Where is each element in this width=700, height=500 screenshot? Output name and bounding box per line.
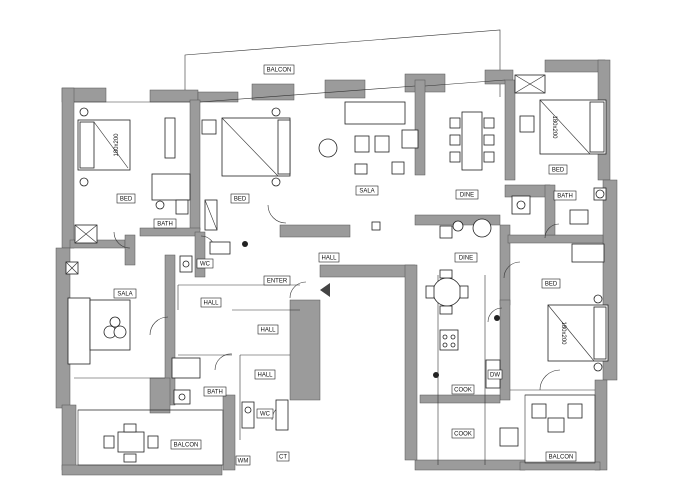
- svg-text:WM: WM: [238, 459, 249, 465]
- bed-right-low: 180x200: [547, 209, 609, 372]
- svg-text:DINE: DINE: [459, 256, 473, 262]
- svg-text:BALCON: BALCON: [267, 68, 292, 74]
- door-swings: [113, 204, 561, 421]
- balcony-left: [77, 409, 224, 466]
- label-balcony-right: BALCON: [545, 451, 577, 462]
- label-wc-low: WC: [256, 408, 274, 419]
- sala-left: [65, 261, 131, 365]
- svg-text:BATH: BATH: [157, 222, 173, 228]
- label-hall-3: HALL: [254, 369, 276, 380]
- label-hall-main: HALL: [318, 252, 340, 263]
- svg-text:WC: WC: [200, 262, 211, 268]
- svg-text:HALL: HALL: [321, 256, 337, 262]
- balcony-top-outline: [184, 29, 501, 97]
- svg-text:BED: BED: [234, 197, 247, 203]
- interior-walls: [69, 79, 604, 471]
- bed-left: 180x200: [74, 107, 176, 244]
- svg-text:BATH: BATH: [557, 194, 573, 200]
- bath-low: [171, 357, 201, 405]
- bed-size-label: 180x200: [114, 133, 120, 157]
- wc-low: [241, 399, 289, 431]
- svg-text:BATH: BATH: [207, 390, 223, 396]
- label-bed-left: BED: [116, 193, 136, 204]
- svg-text:BED: BED: [120, 197, 133, 203]
- label-bath-right: BATH: [553, 190, 577, 201]
- svg-text:COOK: COOK: [454, 432, 472, 438]
- svg-text:DW: DW: [490, 373, 500, 379]
- cook: [439, 329, 519, 447]
- entry-arrow-icon: [320, 283, 330, 297]
- label-wc-left: WC: [196, 258, 214, 269]
- label-enter: ENTER: [263, 275, 291, 286]
- label-bed-right-top: BED: [548, 164, 568, 175]
- svg-text:COOK: COOK: [454, 388, 472, 394]
- label-sala-main: SALA: [355, 185, 379, 196]
- svg-text:HALL: HALL: [257, 373, 273, 379]
- svg-text:DINE: DINE: [460, 193, 474, 199]
- label-wm: WM: [235, 455, 251, 466]
- bed-size-label: 180x200: [551, 115, 557, 139]
- label-balcony-top: BALCON: [263, 64, 295, 75]
- svg-text:SALA: SALA: [359, 189, 374, 195]
- svg-text:WC: WC: [260, 412, 271, 418]
- plant-icons: [242, 241, 500, 378]
- svg-text:ENTER: ENTER: [267, 279, 288, 285]
- svg-text:BALCON: BALCON: [174, 443, 199, 449]
- svg-text:BED: BED: [552, 168, 565, 174]
- sala-main: [318, 101, 419, 231]
- label-dw: DW: [487, 369, 503, 380]
- bath-right: [511, 187, 607, 215]
- bed-right-top: 180x200: [514, 74, 607, 155]
- label-hall-1: HALL: [200, 297, 222, 308]
- label-balcony-left: BALCON: [170, 439, 202, 450]
- label-dine-mid: DINE: [454, 252, 478, 263]
- label-hall-2: HALL: [257, 324, 279, 335]
- svg-text:CT: CT: [279, 455, 287, 461]
- wc-left: [179, 241, 231, 273]
- svg-text:HALL: HALL: [260, 328, 276, 334]
- svg-text:HALL: HALL: [203, 301, 219, 307]
- label-bed-mid: BED: [230, 193, 250, 204]
- dine-mid: [425, 218, 492, 315]
- room-labels: BALCON BED BED BATH SALA DINE BED BATH W…: [113, 64, 577, 466]
- label-ct: CT: [276, 451, 290, 462]
- balcony-right: [524, 394, 596, 464]
- bath-left: [151, 173, 191, 215]
- bed-size-label: 180x200: [560, 321, 566, 345]
- label-sala-left: SALA: [113, 288, 137, 299]
- svg-text:BED: BED: [545, 282, 558, 288]
- label-cook-2: COOK: [451, 428, 475, 439]
- dine-top: [449, 111, 495, 171]
- bed-mid: [201, 107, 291, 231]
- svg-text:BALCON: BALCON: [549, 455, 574, 461]
- label-dine-top: DINE: [455, 189, 479, 200]
- label-cook-1: COOK: [451, 384, 475, 395]
- label-bath-low: BATH: [203, 386, 227, 397]
- label-bath-left: BATH: [153, 218, 177, 229]
- svg-text:SALA: SALA: [117, 292, 132, 298]
- exterior-walls: [55, 59, 618, 476]
- label-bed-right-low: BED: [541, 278, 561, 289]
